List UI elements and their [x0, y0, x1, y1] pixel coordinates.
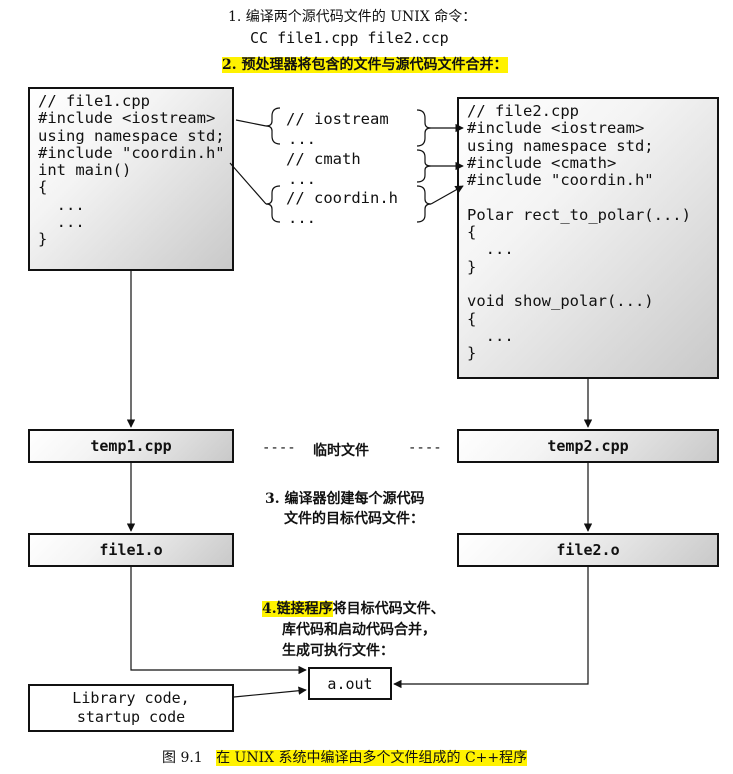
- arrow-library-exe: [233, 686, 307, 698]
- obj2-box: file2.o: [457, 533, 719, 567]
- dashes-left: ----: [262, 440, 296, 456]
- step2-highlight: 2. 预处理器将包含的文件与源代码文件合并：: [222, 57, 508, 73]
- file1-code-box: // file1.cpp #include <iostream> using n…: [28, 87, 234, 271]
- arrow-obj1-exe: [130, 567, 307, 675]
- step4-line1: 4.链接程序将目标代码文件、: [262, 598, 445, 618]
- include-dots-3: ...: [288, 209, 316, 227]
- obj1-label: file1.o: [99, 541, 163, 559]
- brace-left-coordin: [265, 185, 281, 223]
- link-file1-iostream: [235, 119, 267, 127]
- link-coordin-file2: [430, 185, 464, 205]
- obj1-box: file1.o: [28, 533, 234, 567]
- arrow-obj2-exe: [393, 567, 589, 689]
- step3-line2: 文件的目标代码文件：: [284, 511, 424, 527]
- step4-number: 4.: [262, 601, 277, 617]
- include-coordin: // coordin.h: [286, 189, 398, 207]
- temp1-box: temp1.cpp: [28, 429, 234, 463]
- include-iostream: // iostream: [286, 110, 389, 128]
- include-dots-1: ...: [288, 130, 316, 148]
- temp2-box: temp2.cpp: [457, 429, 719, 463]
- compile-command: CC file1.cpp file2.ccp: [250, 29, 449, 47]
- link-file1-coordin: [229, 162, 267, 205]
- step2-text: 2. 预处理器将包含的文件与源代码文件合并：: [222, 54, 508, 74]
- include-dots-2: ...: [288, 170, 316, 188]
- dashes-right: ----: [408, 440, 442, 456]
- temp1-label: temp1.cpp: [90, 437, 172, 455]
- file2-code-box: // file2.cpp #include <iostream> using n…: [457, 97, 719, 379]
- library-line2: startup code: [76, 708, 186, 726]
- library-box: Library code, startup code: [28, 684, 234, 732]
- figure-caption: 图 9.1 在 UNIX 系统中编译由多个文件组成的 C++程序: [162, 747, 528, 767]
- brace-right-coordin: [416, 185, 432, 223]
- brace-right-cmath: [416, 149, 432, 183]
- temp-files-label: 临时文件: [313, 443, 369, 459]
- step4-linker: 链接程序: [276, 601, 333, 617]
- step4-rest: 将目标代码文件、: [332, 601, 445, 617]
- brace-right-iostream: [416, 109, 432, 147]
- include-cmath: // cmath: [286, 150, 361, 168]
- obj2-label: file2.o: [556, 541, 620, 559]
- executable-label: a.out: [327, 674, 373, 693]
- step1-text: 1. 编译两个源代码文件的 UNIX 命令：: [228, 9, 477, 25]
- library-line1: Library code,: [72, 689, 190, 707]
- step3-line1: 3. 编译器创建每个源代码: [265, 491, 425, 507]
- temp2-label: temp2.cpp: [547, 437, 629, 455]
- brace-left-iostream: [265, 107, 281, 145]
- file2-code: // file2.cpp #include <iostream> using n…: [467, 102, 691, 363]
- step4-line2: 库代码和启动代码合并，: [282, 622, 436, 638]
- executable-box: a.out: [308, 667, 392, 700]
- file1-code: // file1.cpp #include <iostream> using n…: [38, 92, 225, 249]
- figure-number: 图 9.1: [162, 750, 203, 766]
- step4-line3: 生成可执行文件：: [282, 643, 394, 659]
- figure-title: 在 UNIX 系统中编译由多个文件组成的 C++程序: [216, 750, 528, 766]
